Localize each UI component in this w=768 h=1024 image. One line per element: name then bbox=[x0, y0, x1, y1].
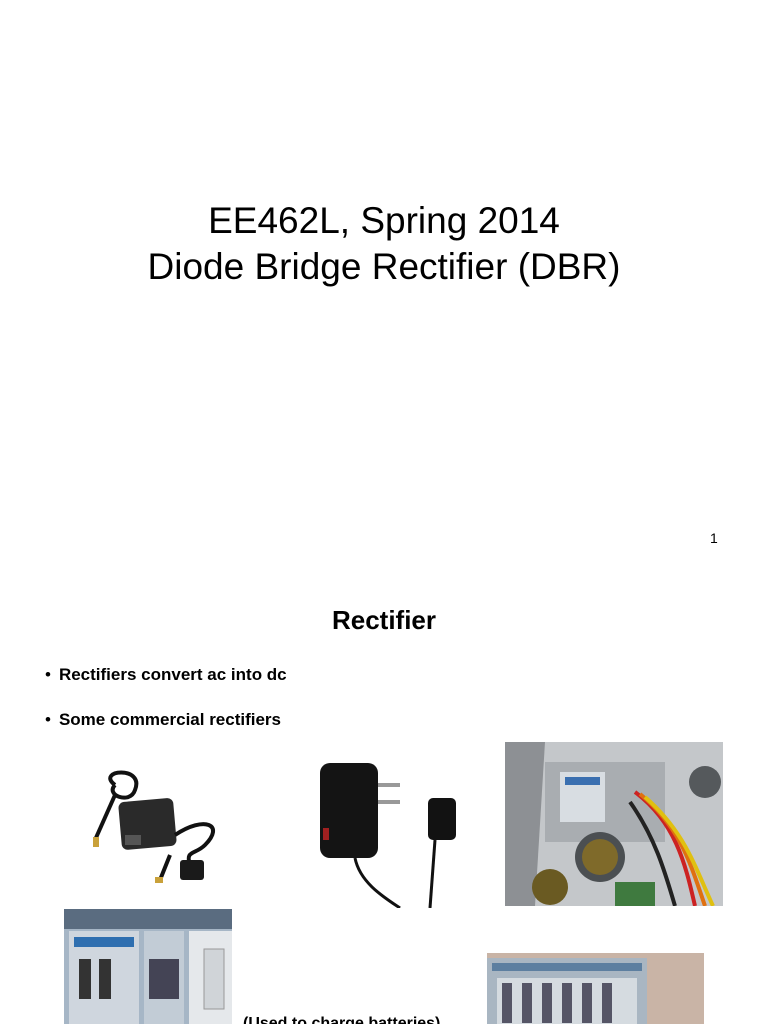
title-line-1: EE462L, Spring 2014 bbox=[208, 200, 560, 241]
rectifier-rack-left-photo bbox=[64, 909, 232, 1024]
bullet-text: Rectifiers convert ac into dc bbox=[58, 665, 287, 684]
slide-2-title: Rectifier bbox=[331, 605, 437, 635]
slide-1: EE462L, Spring 2014 Diode Bridge Rectifi… bbox=[0, 198, 768, 546]
bullet-item: • Rectifiers convert ac into dc bbox=[45, 665, 287, 685]
rack-caption: (Used to charge batteries) bbox=[243, 1015, 441, 1024]
bullet-dot-icon: • bbox=[45, 710, 51, 729]
bullet-item: • Some commercial rectifiers bbox=[45, 710, 281, 730]
page-number: 1 bbox=[710, 530, 718, 546]
slide-1-title: EE462L, Spring 2014 Diode Bridge Rectifi… bbox=[0, 198, 768, 290]
title-line-2: Diode Bridge Rectifier (DBR) bbox=[147, 246, 621, 287]
laptop-adapter-photo bbox=[85, 765, 225, 895]
bullet-text: Some commercial rectifiers bbox=[58, 710, 282, 729]
bullet-dot-icon: • bbox=[45, 665, 51, 684]
slide-2: Rectifier • Rectifiers convert ac into dc… bbox=[0, 575, 768, 1024]
pc-power-supply-photo bbox=[505, 742, 723, 906]
wall-charger-photo bbox=[315, 758, 465, 910]
rectifier-rack-right-photo bbox=[487, 953, 704, 1024]
